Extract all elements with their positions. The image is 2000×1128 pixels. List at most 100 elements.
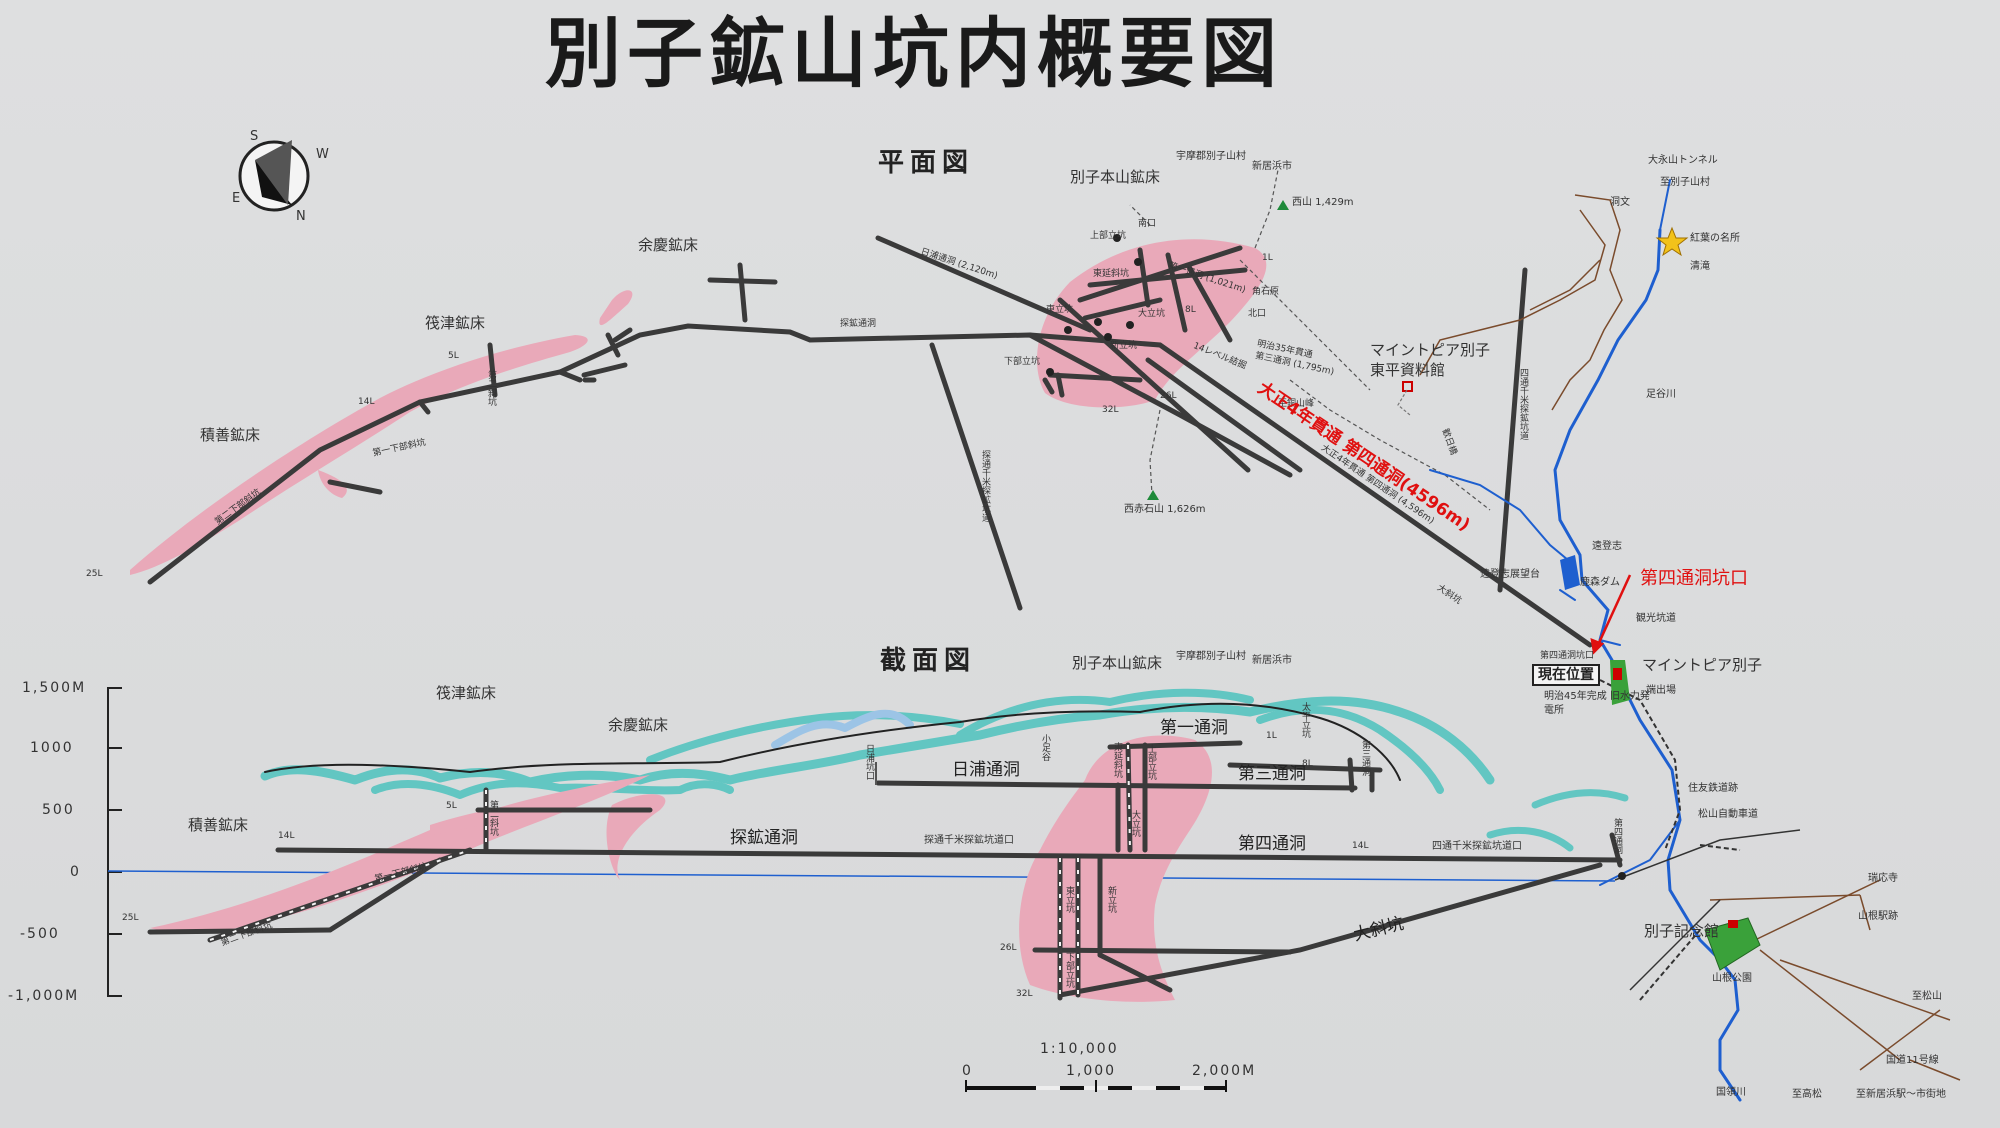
minetopia: マイントピア別子 <box>1642 656 1763 674</box>
highway <box>1614 829 1801 991</box>
section-tsutsuji: 筏津鉱床 <box>436 684 497 702</box>
besshi-kinen-marker <box>1728 920 1738 928</box>
plan-ore-bodies <box>130 239 1267 575</box>
section-yokei: 余慶鉱床 <box>608 716 669 734</box>
plan-minamiguchi: 南口 <box>1138 219 1157 229</box>
kanamori-dam <box>1560 555 1580 590</box>
peak-nishiakaishi: 西赤石山 1,626m <box>1124 504 1206 515</box>
scale-ratio: 1:10,000 <box>1040 1041 1119 1057</box>
scale-tick-2000: 2,000M <box>1192 1063 1257 1079</box>
plan-shaft-dots <box>1046 234 1142 376</box>
compass-w: W <box>316 147 329 162</box>
plan-l32: 32L <box>1102 405 1119 415</box>
plan-peaks <box>1147 200 1289 500</box>
plan-dai2sha: 第二斜坑 <box>486 370 496 406</box>
section-l14b: 14L <box>1352 841 1369 851</box>
rail-dashed <box>1599 679 1741 1001</box>
museum-marker <box>1402 381 1413 392</box>
compass-n: N <box>296 209 306 224</box>
scale-tick-0: 0 <box>962 1063 973 1079</box>
sumitomo-rail: 住友鉄道跡 <box>1688 783 1738 794</box>
peak-nishiyama: 西山 1,429m <box>1292 197 1354 208</box>
besshi-kinen: 別子記念館 <box>1644 922 1720 940</box>
axis-tick-1000: 1000 <box>30 740 74 756</box>
section-taihei: 太平立坑 <box>1300 702 1310 738</box>
plan-sekizen: 積善鉱床 <box>200 426 261 444</box>
section-niihama: 新居浜市 <box>1252 655 1292 666</box>
section-shinritsu: 新立坑 <box>1106 886 1116 913</box>
compass <box>238 140 310 212</box>
plan-heading: 平面図 <box>878 148 975 178</box>
plan-l25: 25L <box>86 569 103 579</box>
yamane-station: 山根駅跡 <box>1858 911 1898 922</box>
axis-tick-minus1000: -1,000M <box>8 988 80 1004</box>
compass-s: S <box>250 129 259 144</box>
oonagayama-tunnel: 大永山トンネル <box>1648 155 1718 166</box>
endou: 遠登志 <box>1592 541 1622 552</box>
section-l1: 1L <box>1266 731 1277 741</box>
kanamori-dam-label: 鹿森ダム <box>1580 577 1620 588</box>
section-dai3mouth: 第三通洞 <box>1360 740 1370 776</box>
plan-l26: 26L <box>1160 391 1177 401</box>
section-koashi: 小足谷 <box>1040 734 1050 761</box>
plan-shinritsu: 新立坑 <box>1110 341 1138 351</box>
plan-trails <box>1129 169 1491 511</box>
genzai-position: 現在位置 <box>1532 664 1600 686</box>
to-shinniihama: 至新居浜駅〜市街地 <box>1856 1089 1946 1100</box>
red-pointer <box>1590 574 1632 655</box>
section-dai1: 第一通洞 <box>1160 718 1228 738</box>
to-matsuyama: 至松山 <box>1912 991 1942 1002</box>
section-ridges <box>260 688 1629 852</box>
section-l25: 25L <box>122 913 139 923</box>
map-title: 別子鉱山坑内概要図 <box>545 9 1283 98</box>
section-tunnel-ticks <box>209 744 1131 998</box>
plan-kabu: 下部立坑 <box>1004 357 1041 367</box>
plan-museum: マイントピア別子 東平資料館 <box>1370 341 1491 380</box>
section-l5: 5L <box>446 801 457 811</box>
section-kabu: 下部立坑 <box>1064 952 1074 988</box>
section-l32: 32L <box>1016 989 1033 999</box>
route11: 国道11号線 <box>1886 1055 1939 1066</box>
zuiouji: 瑞応寺 <box>1868 873 1898 884</box>
plan-tunnels <box>147 235 1593 648</box>
scale-bar <box>965 1080 1227 1092</box>
matsuyama-expressway: 松山自動車道 <box>1698 809 1758 820</box>
plan-l14: 14L <box>358 397 375 407</box>
plan-honzan: 別子本山鉱床 <box>1070 168 1161 186</box>
roads-brown <box>1419 194 1961 1081</box>
section-dai2sha: 第二斜坑 <box>488 800 498 836</box>
axis-tick-0: 0 <box>70 864 81 880</box>
plan-yotsu: 四通千米探鉱坑道 <box>1518 368 1528 440</box>
dohmon: 洞文 <box>1610 197 1630 208</box>
plan-kadoishi: 角石原 <box>1252 287 1280 297</box>
hatade: 端出場 <box>1646 685 1676 696</box>
section-axis <box>107 687 122 997</box>
minetopia-marker <box>1613 668 1622 680</box>
section-hiura-mouth: 日浦坑口 <box>864 744 874 780</box>
plan-jobu: 上部立坑 <box>1090 231 1127 241</box>
plan-besshiyama: 宇摩郡別子山村 <box>1176 151 1246 162</box>
plan-kitaguchi: 北口 <box>1248 309 1267 319</box>
plan-l5: 5L <box>448 351 459 361</box>
section-dai3: 第三通洞 <box>1238 764 1306 784</box>
axis-tick-1500: 1,500M <box>22 680 87 696</box>
kanko-tunnel: 観光坑道 <box>1636 613 1676 624</box>
plan-yokei: 余慶鉱床 <box>638 236 699 254</box>
compass-e: E <box>232 191 241 206</box>
section-heading: 截面図 <box>880 646 977 676</box>
section-tansen: 探通千米探鉱坑道口 <box>924 835 1014 846</box>
section-tankou: 探鉱通洞 <box>730 828 798 848</box>
section-toritsu: 東立坑 <box>1064 886 1074 913</box>
section-yotsu: 四通千米探鉱坑道口 <box>1432 841 1522 852</box>
section-besshiyama: 宇摩郡別子山村 <box>1176 651 1246 662</box>
to-besshiyama: 至別子山村 <box>1660 177 1710 188</box>
section-jobu: 上部立坑 <box>1146 744 1156 780</box>
dai4-mouth-red: 第四通洞坑口 <box>1640 568 1748 589</box>
section-dai4: 第四通洞 <box>1238 834 1306 854</box>
plan-douzan: 至銅山峰 <box>1278 399 1315 409</box>
seiryu: 清滝 <box>1690 261 1710 272</box>
endou-view: 遠登志展望台 <box>1480 569 1540 580</box>
section-sekizen: 積善鉱床 <box>188 816 249 834</box>
scale-tick-1000: 1,000 <box>1066 1063 1117 1079</box>
